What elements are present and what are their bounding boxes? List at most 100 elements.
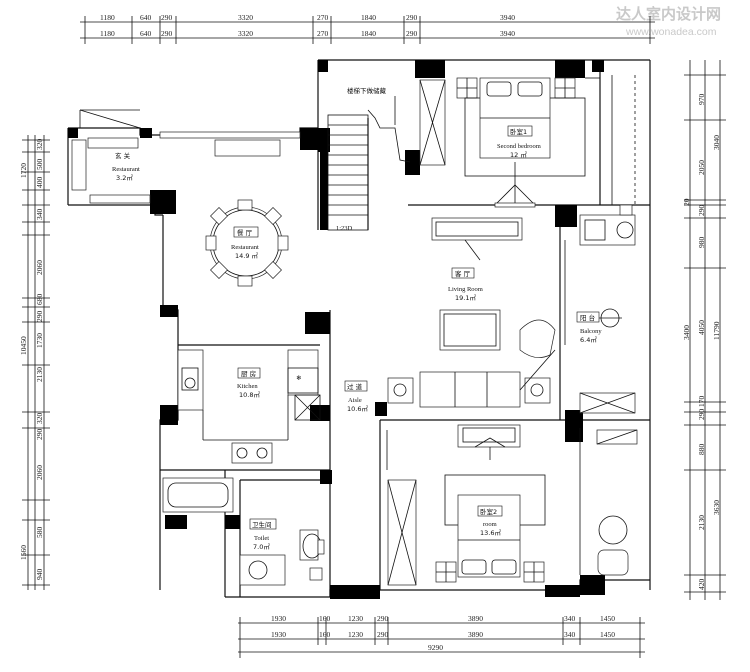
stairs-level: 1:23D <box>336 225 353 232</box>
room-label-bedroom1: 卧室1 Second bedroom 12 ㎡ <box>497 125 541 159</box>
right-dimensions: 970 3040 2050 20 290 980 4050 3400 11790… <box>682 60 726 600</box>
dim-top2-6: 1840 <box>361 29 376 38</box>
stairs-note: 楼梯下做储藏 <box>347 86 387 95</box>
dim-right-3400: 3400 <box>682 325 691 340</box>
kitchen-en: Kitchen <box>237 383 258 390</box>
living-en: Living Room <box>448 286 483 293</box>
dining-cn: 餐 厅 <box>237 228 253 237</box>
dim-top2-2: 640 <box>140 29 152 38</box>
kitchen-cn: 厨 房 <box>241 369 256 378</box>
room-label-living: 客 厅 Living Room 19.1㎡ <box>448 267 483 302</box>
dining-table <box>205 199 289 287</box>
dim-left-680: 680 <box>35 294 44 306</box>
dim-right-970: 970 <box>697 94 706 106</box>
dim-bottom-3: 1230 <box>348 614 363 623</box>
living-furniture <box>387 217 556 408</box>
balcony-area: 6.4㎡ <box>580 335 597 344</box>
dim-right-3630: 3630 <box>712 500 721 515</box>
entrance-area: 3.2㎡ <box>116 173 133 182</box>
dim-right-880: 880 <box>697 444 706 456</box>
balcony-cn: 阳 台 <box>580 313 595 322</box>
bottom-dimensions: 1930 160 1230 290 3890 340 1450 1930 160… <box>238 614 645 658</box>
living-cn: 客 厅 <box>455 269 471 278</box>
room-label-balcony: 阳 台 Balcony 6.4㎡ <box>576 311 602 344</box>
dim-bottom2-6: 340 <box>564 630 576 639</box>
dim-bottom2-2: 160 <box>319 630 331 639</box>
dim-bottom-2: 160 <box>319 614 331 623</box>
dim-left-2130: 2130 <box>35 367 44 382</box>
dim-top2-4: 3320 <box>238 29 253 38</box>
dim-left-1720: 1720 <box>19 163 28 178</box>
left-dimensions: 10450 1720 320 500 400 340 2060 680 290 … <box>19 135 50 590</box>
watermark-url: www.wonadea.com <box>625 26 717 38</box>
dim-left-940: 940 <box>35 569 44 581</box>
entrance-furniture <box>71 109 301 204</box>
bedroom2-en: room <box>483 521 497 528</box>
bedroom2-area: 13.6㎡ <box>480 528 501 537</box>
bedroom2-cn: 卧室2 <box>480 507 497 516</box>
dim-left-1730: 1730 <box>35 333 44 348</box>
bedroom1-area: 12 ㎡ <box>510 150 527 159</box>
dim-top-4: 3320 <box>238 13 253 22</box>
watermark-brand: 达人室内设计网 <box>616 5 721 23</box>
room-label-entrance: 玄 关 Restaurant 3.2㎡ <box>112 151 140 182</box>
dim-left-290a: 290 <box>35 311 44 323</box>
room-label-toilet: 卫生间 Toilet 7.0㎡ <box>249 518 277 551</box>
dim-left-320a: 320 <box>35 139 44 151</box>
dim-right-2130: 2130 <box>697 515 706 530</box>
room-label-aisle: 过 道 Aisle 10.6㎡ <box>344 380 368 413</box>
bedroom2-furniture <box>386 424 638 586</box>
balcony-en: Balcony <box>580 328 602 335</box>
dining-area: 14.9 ㎡ <box>235 251 259 260</box>
dim-left-290b: 290 <box>35 429 44 441</box>
dim-right-4050: 4050 <box>697 320 706 335</box>
dim-top-7: 290 <box>406 13 418 22</box>
balcony-fixtures <box>564 204 636 414</box>
staircase: 楼梯下做储藏 1:23D <box>327 86 411 232</box>
bedroom1-cn: 卧室1 <box>510 127 527 136</box>
kitchen-area: 10.8㎡ <box>239 390 260 399</box>
toilet-cn: 卫生间 <box>252 520 272 529</box>
top-dimensions: 1180 640 290 3320 270 1840 290 3940 1180… <box>80 13 655 44</box>
dim-top-1: 1180 <box>100 13 115 22</box>
dim-left-total: 10450 <box>19 336 28 355</box>
dim-left-500: 500 <box>35 159 44 171</box>
dim-bottom-4: 290 <box>377 614 389 623</box>
toilet-en: Toilet <box>254 535 269 542</box>
toilet-area: 7.0㎡ <box>253 542 270 551</box>
dim-top-2: 640 <box>140 13 152 22</box>
walls-outline <box>67 59 651 598</box>
living-area: 19.1㎡ <box>455 293 476 302</box>
dim-left-340: 340 <box>35 209 44 221</box>
dim-bottom2-3: 1230 <box>348 630 363 639</box>
dim-left-320b: 320 <box>35 413 44 425</box>
dim-top2-5: 270 <box>317 29 329 38</box>
entrance-en: Restaurant <box>112 166 140 173</box>
aisle-area: 10.6㎡ <box>347 404 368 413</box>
dim-left-2060b: 2060 <box>35 465 44 480</box>
fridge-icon: ❄ <box>296 374 301 382</box>
dim-right-980: 980 <box>697 237 706 249</box>
dim-top-3: 290 <box>161 13 173 22</box>
dim-top2-8: 3940 <box>500 29 515 38</box>
dim-bottom-1: 1930 <box>271 614 286 623</box>
dim-left-2060a: 2060 <box>35 260 44 275</box>
bathroom-fixtures <box>162 477 325 586</box>
room-label-bedroom2: 卧室2 room 13.6㎡ <box>477 505 503 537</box>
dim-right-290a: 290 <box>697 205 706 217</box>
dim-bottom2-1: 1930 <box>271 630 286 639</box>
walls-solid <box>68 60 605 599</box>
dim-right-290b: 290 <box>697 409 706 421</box>
aisle-cn: 过 道 <box>347 382 363 391</box>
bedroom1-furniture <box>419 75 636 208</box>
bedroom1-en: Second bedroom <box>497 143 541 150</box>
dim-bottom-7: 1450 <box>600 614 615 623</box>
room-label-kitchen: 厨 房 Kitchen 10.8㎡ <box>237 367 260 399</box>
dim-right-2050: 2050 <box>697 160 706 175</box>
dim-bottom2-5: 3890 <box>468 630 483 639</box>
dim-bottom2-4: 290 <box>377 630 389 639</box>
dim-bottom-total: 9290 <box>428 643 443 652</box>
dim-bottom-6: 340 <box>564 614 576 623</box>
dining-en: Restaurant <box>231 244 259 251</box>
